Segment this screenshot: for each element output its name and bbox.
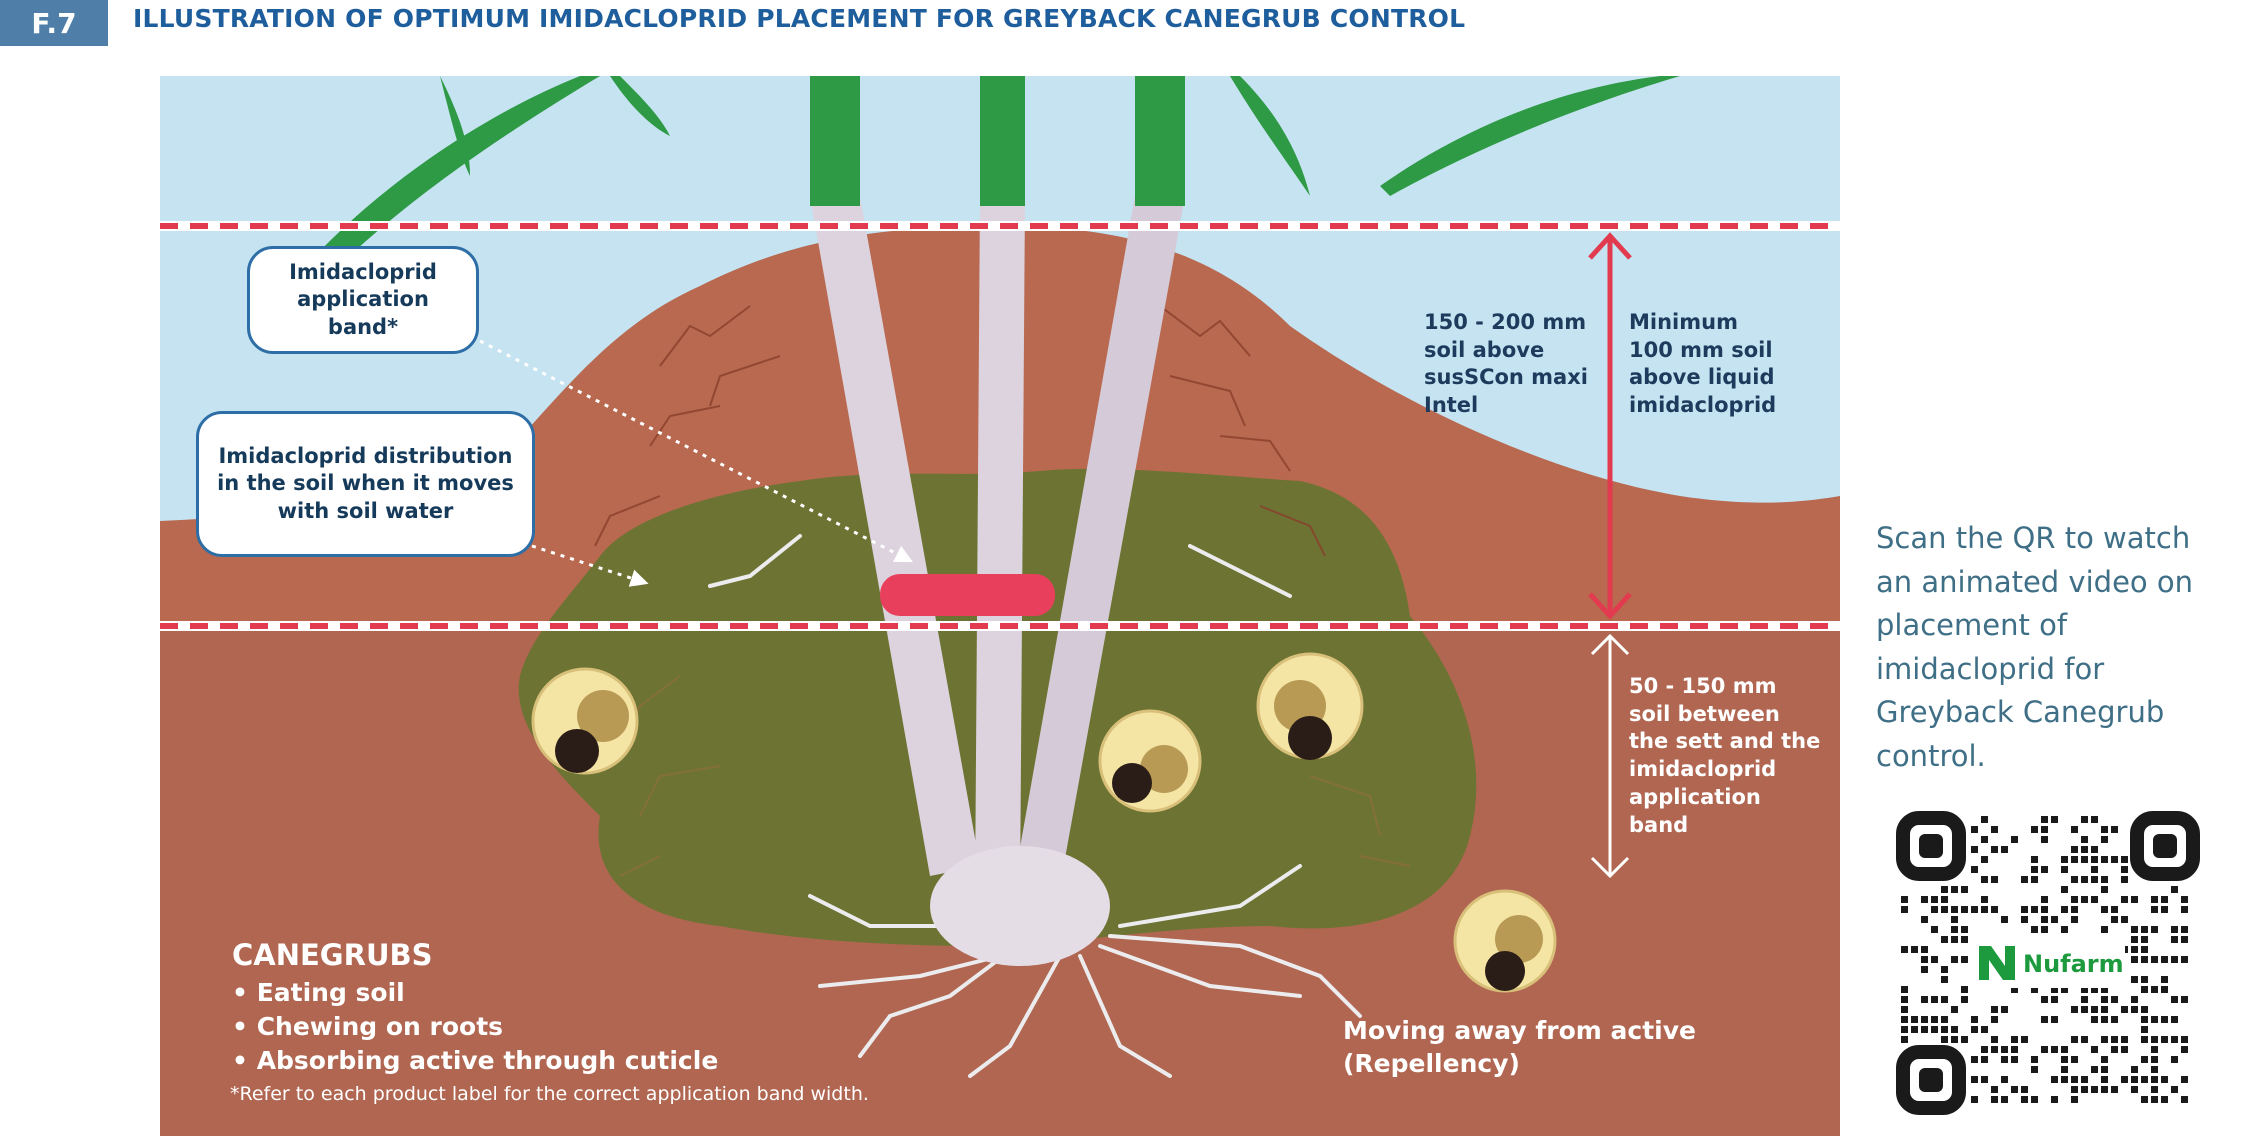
canegrubs-heading: CANEGRUBS <box>232 938 433 972</box>
canegrub-3 <box>1256 652 1364 760</box>
application-band <box>880 574 1055 616</box>
qr-brand: Nufarm <box>2023 950 2124 978</box>
repellency-label: Moving away from active (Repellency) <box>1343 1016 1696 1078</box>
canegrubs-list: CANEGRUBS Eating soil Chewing on roots A… <box>232 938 718 1078</box>
sscon-depth-label: 150 - 200 mm soil above susSCon maxi Int… <box>1424 310 1588 418</box>
canegrub-4 <box>1453 889 1557 993</box>
figure-title: ILLUSTRATION OF OPTIMUM IMIDACLOPRID PLA… <box>133 4 1466 33</box>
canegrub-1 <box>531 667 639 775</box>
footnote: *Refer to each product label for the cor… <box>230 1083 869 1105</box>
sett-depth-arrow <box>1590 633 1630 879</box>
qr-finder-patterns <box>1896 811 2200 1115</box>
nufarm-logo-icon <box>1979 946 2015 980</box>
cane-stalks <box>810 76 1185 896</box>
mound-roots <box>594 305 1326 557</box>
qr-instructions: Scan the QR to watch an animated video o… <box>1876 521 2193 773</box>
distribution-callout: Imidacloprid distribution in the soil wh… <box>196 411 535 557</box>
canegrubs-bullet: Absorbing active through cuticle <box>232 1044 719 1078</box>
canegrubs-bullet: Chewing on roots <box>232 1010 718 1044</box>
application-band-callout: Imidacloprid application band* <box>247 246 479 354</box>
liquid-depth-arrow <box>1588 232 1632 620</box>
root-ball <box>930 846 1110 966</box>
liquid-depth-label: Minimum 100 mm soil above liquid imidacl… <box>1629 310 1777 418</box>
canegrubs-bullet: Eating soil <box>232 976 718 1010</box>
sett-depth-label: 50 - 150 mm soil between the sett and th… <box>1629 674 1821 837</box>
figure-number-badge: F.7 <box>0 0 108 46</box>
canegrub-2 <box>1098 709 1202 813</box>
qr-code[interactable]: Nufarm <box>1893 808 2203 1118</box>
